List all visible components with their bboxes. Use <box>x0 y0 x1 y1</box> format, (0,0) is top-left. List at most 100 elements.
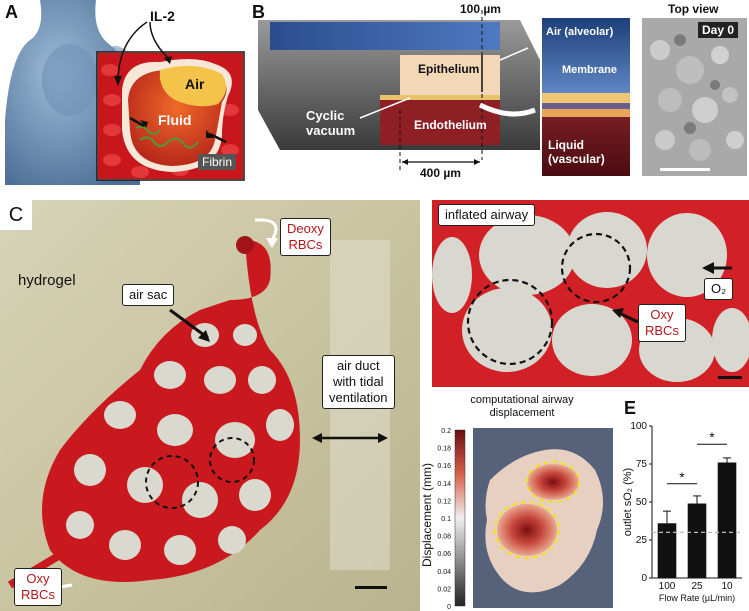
epithelium-label: Epithelium <box>418 62 480 76</box>
air-alveolar-label: Air (alveolar) <box>546 26 614 38</box>
inflated-oxy-line2: RBCs <box>645 323 679 338</box>
disp-title-line2: displacement <box>489 407 555 419</box>
inflated-airway-title: inflated airway <box>438 204 536 226</box>
inflated-oxy-line1: Oxy <box>650 307 674 322</box>
stretch-arrow <box>499 47 529 61</box>
panel-b-illustration <box>258 10 747 176</box>
air-channel <box>270 22 500 50</box>
disp-colorbar <box>454 429 466 607</box>
sig-bracket-2-star: * <box>709 429 715 445</box>
inflated-airway-photo <box>432 200 749 387</box>
y-tick-label: 75 <box>636 459 648 470</box>
colorbar-tick-label: 0.16 <box>437 463 451 470</box>
dim-100-label: 100 µm <box>460 2 501 16</box>
cross-section-endothelium <box>542 109 630 117</box>
bar <box>657 523 677 578</box>
il2-label: IL-2 <box>150 8 175 24</box>
panel-b-letter: B <box>252 2 265 22</box>
colorbar-tick-label: 0.14 <box>437 481 451 488</box>
colorbar-tick-label: 0.1 <box>441 516 451 523</box>
x-axis-label: Flow Rate (µL/min) <box>659 593 735 603</box>
air-sac-arrow <box>169 308 209 340</box>
hotspot-lower <box>497 504 557 556</box>
panel-c-letter: C <box>0 200 32 230</box>
cross-section-epithelium <box>542 93 630 103</box>
inflated-dashed-circle-1 <box>466 278 554 366</box>
fluid-arrow-right <box>209 132 227 144</box>
colorbar-tick-label: 0.04 <box>437 569 451 576</box>
y-tick-label: 50 <box>636 497 648 508</box>
inflated-oxy-label: Oxy RBCs <box>638 304 686 342</box>
x-tick-label: 100 <box>659 581 676 592</box>
micrograph-scale-bar <box>660 168 710 171</box>
deoxy-line1: Deoxy <box>287 221 324 236</box>
endothelium-label: Endothelium <box>414 118 487 132</box>
alveolar-air <box>159 65 227 107</box>
endothelium-layer <box>380 100 500 145</box>
bar <box>687 503 707 578</box>
colorbar-tick-label: 0.02 <box>437 586 451 593</box>
il2-arrow-1 <box>117 21 148 79</box>
y-axis-label: outlet sO₂ (%) <box>622 468 634 536</box>
air-sac-holes <box>66 323 294 565</box>
liquid-line1: Liquid <box>548 138 584 152</box>
x-tick-label: 25 <box>691 581 703 592</box>
epithelium-layer <box>400 55 500 95</box>
air-duct-label: air duct with tidal ventilation <box>322 355 395 409</box>
panel-a-illustration <box>5 0 245 185</box>
deoxy-line2: RBCs <box>288 237 323 252</box>
inlet-port <box>236 236 254 254</box>
inflated-dashed-circle-2 <box>560 232 632 304</box>
disp-title: computational airway displacement <box>437 394 607 420</box>
membrane-strip <box>380 95 500 100</box>
fibrin-label: Fibrin <box>198 154 237 170</box>
colorbar-tick-label: 0 <box>447 604 451 611</box>
o2-label: O₂ <box>704 278 734 300</box>
panel-c-scale-bar <box>355 586 387 589</box>
liquid-label: Liquid (vascular) <box>548 138 605 166</box>
panel-displacement: computational airway displacement 0.2 0.1… <box>415 390 615 611</box>
air-duct-line3: ventilation <box>329 390 388 405</box>
disp-title-line1: computational airway <box>470 394 574 406</box>
cross-section-membrane <box>542 103 630 109</box>
day0-label: Day 0 <box>698 22 739 38</box>
zoom-arrow <box>478 102 536 117</box>
fluid-label: Fluid <box>158 112 192 128</box>
cross-section-air <box>542 18 630 93</box>
colorbar-ticks: 0.2 0.18 0.16 0.14 0.12 0.1 0.08 0.06 0.04 0.02 0 <box>437 428 451 611</box>
oxy-line1: Oxy <box>26 571 50 586</box>
cyclic-vacuum-label: Cyclic vacuum <box>306 108 355 138</box>
y-tick-label: 25 <box>636 535 648 546</box>
panel-c: C Deoxy RBCs hydrogel air sac air duct w… <box>0 200 420 611</box>
colorbar-tick-label: 0.18 <box>437 446 451 453</box>
colorbar-tick-label: 0.08 <box>437 534 451 541</box>
cyclic-vacuum-line1: Cyclic <box>306 108 345 123</box>
panel-c-photo <box>0 200 420 611</box>
panel-e-letter: E <box>624 398 637 418</box>
panel-a: A IL-2 Air Fluid Fibrin <box>0 0 248 185</box>
colorbar-tick-label: 0.2 <box>441 428 451 435</box>
disp-dashed-circle-1 <box>526 461 580 503</box>
vacuum-arrow <box>359 97 411 119</box>
lung-left <box>42 44 98 116</box>
colorbar-tick-label: 0.12 <box>437 498 451 505</box>
panel-b: B 100 µm 400 µm Epithelium Endothelium C… <box>250 0 749 185</box>
panel-a-letter: A <box>5 2 18 22</box>
hydrogel-label: hydrogel <box>18 272 76 289</box>
micrograph-texture <box>650 34 744 161</box>
air-duct-line1: air duct <box>336 358 380 373</box>
sig-bracket-1-star: * <box>679 469 685 485</box>
oxy-rbcs-label: Oxy RBCs <box>14 568 62 606</box>
fibrin-strands <box>139 136 199 149</box>
colorbar-tick-label: 0.06 <box>437 551 451 558</box>
hotspot-upper <box>527 464 579 500</box>
deoxy-rbcs-label: Deoxy RBCs <box>280 218 331 256</box>
membrane-label: Membrane <box>562 64 618 76</box>
vascular-network <box>42 240 300 582</box>
inflated-holes <box>432 212 749 382</box>
disp-render: 0.2 0.18 0.16 0.14 0.12 0.1 0.08 0.06 0.04 0.02 0 <box>437 428 613 611</box>
dim-400-label: 400 µm <box>420 166 461 180</box>
panel-inflated-airway: inflated airway O₂ Oxy RBCs <box>432 200 749 387</box>
